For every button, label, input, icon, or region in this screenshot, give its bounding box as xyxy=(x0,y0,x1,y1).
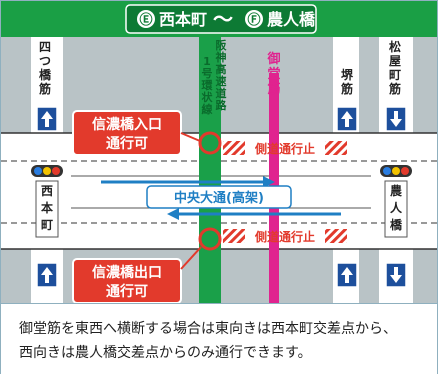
title-bar: Ⓔ 西本町 〜 Ⓕ 農人橋 xyxy=(1,1,437,37)
sidewalk-hatch-bottom-right xyxy=(325,229,347,243)
yotsuhashi-char-3: 橋 xyxy=(39,67,52,82)
from-badge: Ⓔ xyxy=(139,12,152,28)
hanshin-char-6: 路 xyxy=(216,98,228,112)
hanshin-char-7: 1 xyxy=(203,55,211,68)
matsuyamachi-char-2: 屋 xyxy=(389,54,401,68)
traffic-light-east xyxy=(380,165,412,177)
callout-bottom-box xyxy=(72,258,182,303)
hanshin-char-1: 阪 xyxy=(216,38,228,52)
sakaisuji-char-1: 堺 xyxy=(341,67,354,82)
hanshin-char-3: 高 xyxy=(216,62,227,76)
hanshin-expressway-band xyxy=(199,37,221,303)
midosuji-char-1: 御 xyxy=(266,51,280,67)
one-way-sign-sakaisuji-north-lower xyxy=(336,262,358,288)
midosuji-char-2: 堂 xyxy=(267,66,280,82)
sidewalk-closed-top: 側道通行止 xyxy=(254,141,315,156)
intersection-west-char-2: 本 xyxy=(41,200,53,215)
intersection-east-char-3: 橋 xyxy=(390,217,403,232)
callout-bottom-line-1: 信濃橋出口 xyxy=(92,264,162,281)
hanshin-char-8: 号 xyxy=(202,67,213,80)
to-name: 農人橋 xyxy=(267,10,316,29)
one-way-sign-matsuyamachi-south xyxy=(385,106,407,132)
hanshin-char-2: 神 xyxy=(216,50,227,64)
matsuyamachi-char-1: 松 xyxy=(389,39,401,54)
from-name: 西本町 xyxy=(159,10,207,29)
yotsuhashi-char-1: 四 xyxy=(39,40,51,54)
title-svg: Ⓔ 西本町 〜 Ⓕ 農人橋 xyxy=(125,4,317,34)
hanshin-char-11: 線 xyxy=(202,102,213,116)
entrance-marker xyxy=(198,131,222,155)
matsuyamachi-char-4: 筋 xyxy=(388,81,401,96)
callout-top-line-2: 通行可 xyxy=(106,135,148,152)
sidewalk-closed-bottom: 側道通行止 xyxy=(254,229,315,244)
hanshin-char-5: 道 xyxy=(216,86,227,100)
hanshin-char-10: 状 xyxy=(202,90,214,104)
intersection-west-char-3: 町 xyxy=(41,218,53,232)
title-separator: 〜 xyxy=(213,7,233,31)
sakaisuji-char-2: 筋 xyxy=(340,81,353,96)
note-line-1: 御堂筋を東西へ横断する場合は東向きは西本町交差点から、 xyxy=(19,321,397,337)
one-way-sign-yotsuhashi-north xyxy=(36,106,58,132)
intersection-east-char-1: 農 xyxy=(390,183,403,198)
exit-marker xyxy=(198,227,222,251)
hanshin-char-9: 環 xyxy=(202,79,214,92)
intersection-west-char-1: 西 xyxy=(41,184,53,198)
eastbound-arrow xyxy=(101,176,275,188)
title-box xyxy=(125,4,317,34)
callout-bottom-line-2: 通行可 xyxy=(106,283,148,300)
sidewalk-hatch-top-left xyxy=(223,141,245,155)
callout-top-line-1: 信濃橋入口 xyxy=(92,116,162,133)
main-road-label: 中央大通(高架) xyxy=(174,190,264,206)
intersection-west-box xyxy=(35,180,59,238)
one-way-sign-sakaisuji-north xyxy=(336,106,358,132)
midosuji-char-3: 筋 xyxy=(266,81,280,97)
one-way-sign-matsuyamachi-south-lower xyxy=(385,262,407,288)
to-badge: Ⓕ xyxy=(247,12,260,28)
from-badge-circle xyxy=(137,10,155,28)
map-svg: 四 つ 橋 筋 堺 筋 松 屋 町 筋 阪 神 高 速 道 路 1 号 環 状 … xyxy=(1,37,437,303)
to-badge-circle xyxy=(245,10,263,28)
one-way-sign-yotsuhashi-north-lower xyxy=(36,262,58,288)
hanshin-char-4: 速 xyxy=(216,74,227,88)
westbound-arrow xyxy=(167,208,341,220)
note-line-2: 西向きは農人橋交差点からのみ通行できます。 xyxy=(19,345,312,361)
sidewalk-hatch-top-right xyxy=(325,141,347,155)
intersection-east-box xyxy=(384,180,408,238)
info-note: 御堂筋を東西へ横断する場合は東向きは西本町交差点から、 西向きは農人橋交差点から… xyxy=(1,303,437,374)
road-map: 四 つ 橋 筋 堺 筋 松 屋 町 筋 阪 神 高 速 道 路 1 号 環 状 … xyxy=(1,37,437,303)
main-road-label-box xyxy=(146,185,292,209)
yotsuhashi-char-2: つ xyxy=(39,54,51,68)
sidewalk-hatch-bottom-left xyxy=(223,229,245,243)
yotsuhashi-char-4: 筋 xyxy=(38,81,51,96)
intersection-east-char-2: 人 xyxy=(390,200,403,215)
matsuyamachi-char-3: 町 xyxy=(389,68,401,82)
traffic-light-west xyxy=(31,165,63,177)
